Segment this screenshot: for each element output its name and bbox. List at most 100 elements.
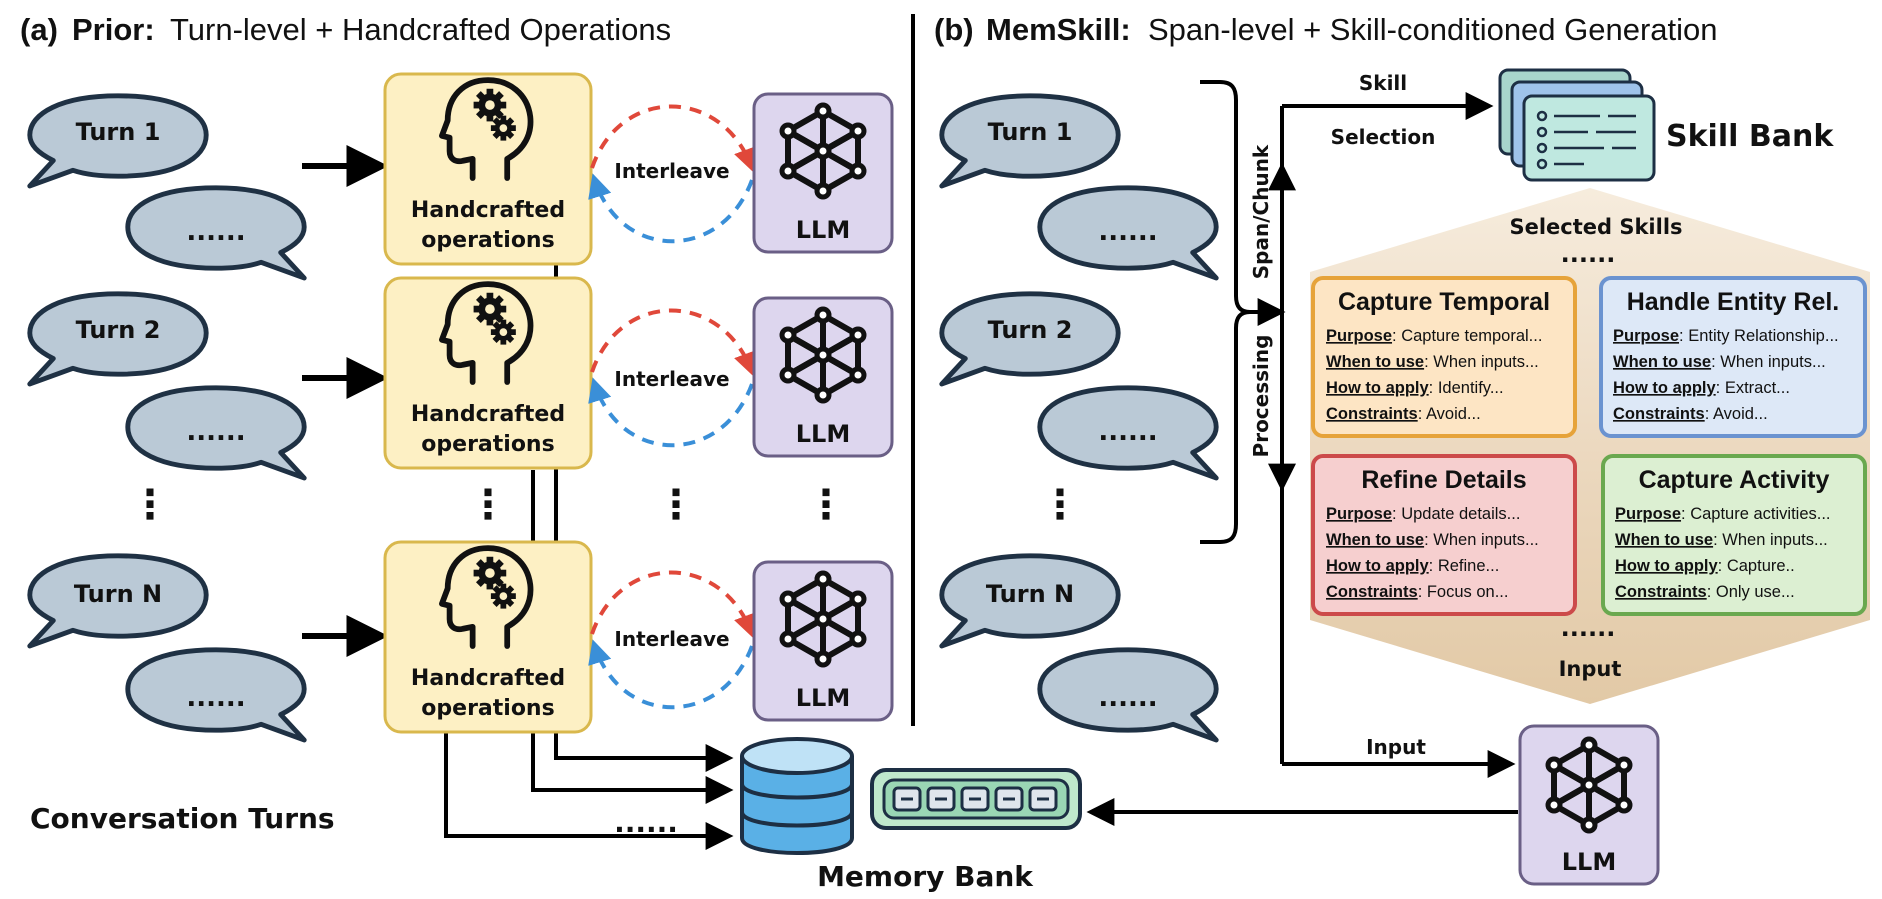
filler-bubble: ...... [1040, 188, 1216, 278]
dots-top: ...... [1561, 240, 1616, 268]
llm-block: LLM [752, 296, 894, 458]
panel-a-name: Prior: [72, 12, 155, 47]
filler-dots: ...... [1098, 683, 1157, 713]
ops-block: Handcrafted operations [383, 72, 593, 266]
ops-label-line1: Handcrafted [411, 666, 565, 691]
interleave-label: Interleave [614, 627, 729, 651]
skill-card-box [1311, 276, 1577, 438]
turn-bubble: Turn 2 [30, 294, 206, 384]
input-arrow-label: Input [1366, 735, 1426, 759]
skill-bank-label: Skill Bank [1666, 119, 1834, 154]
blue-dashed-arrow [588, 377, 754, 448]
vertical-ellipsis: ⋮ [806, 482, 846, 528]
skill-constraints: Constraints: Only use... [1615, 583, 1795, 601]
panel-b-header: (b) MemSkill: Span-level + Skill-conditi… [934, 12, 1718, 47]
selection-word-label: Selection [1331, 125, 1436, 149]
panel-b-label: (b) [934, 12, 974, 47]
card-stack-icon [1498, 68, 1656, 182]
database-icon [740, 737, 854, 855]
interleave-label: Interleave [614, 159, 729, 183]
filler-bubble: ...... [128, 188, 304, 278]
selected-skills-panel: Selected Skills ...... ...... Input Capt… [1310, 188, 1870, 704]
skill-how: How to apply: Extract... [1613, 379, 1790, 397]
interleave-group: Interleave [588, 570, 757, 710]
red-dashed-arrow [590, 104, 757, 173]
llm-label: LLM [796, 216, 850, 244]
turn-bubble: Turn 2 [942, 294, 1118, 384]
red-dashed-arrow [590, 570, 757, 639]
turn-label: Turn 1 [988, 118, 1073, 146]
more-arrows-dots: ...... [614, 806, 678, 839]
skill-purpose: Purpose: Capture activities... [1615, 505, 1831, 523]
llm-label: LLM [796, 420, 850, 448]
ops-label-line2: operations [421, 696, 554, 721]
filler-dots: ...... [186, 217, 245, 247]
llm-label: LLM [1562, 848, 1616, 876]
skill-card-capture-temporal: Capture Temporal Purpose: Capture tempor… [1311, 276, 1577, 438]
turn-bubble: Turn 1 [30, 96, 206, 186]
skill-constraints: Constraints: Focus on... [1326, 583, 1508, 601]
ops-label-line1: Handcrafted [411, 198, 565, 223]
llm-block-b: LLM [1518, 724, 1660, 886]
turn-label: Turn N [74, 580, 162, 608]
skill-purpose: Purpose: Entity Relationship... [1613, 327, 1839, 345]
ops-box [383, 276, 593, 470]
processing-label: Processing [1249, 335, 1273, 458]
skill-when: When to use: When inputs... [1326, 531, 1539, 549]
turn-bubble: Turn N [942, 556, 1118, 646]
skill-title: Capture Temporal [1338, 288, 1550, 316]
skill-constraints: Constraints: Avoid... [1326, 405, 1481, 423]
turn-to-ops-arrows [302, 145, 389, 657]
skill-purpose: Purpose: Capture temporal... [1326, 327, 1542, 345]
dots-bottom: ...... [1561, 614, 1616, 642]
span-chunk-label: Span/Chunk [1249, 144, 1273, 279]
panel-b-name: MemSkill: [986, 12, 1131, 47]
filler-dots: ...... [186, 417, 245, 447]
turn-label: Turn N [986, 580, 1074, 608]
llm-block: LLM [752, 92, 894, 254]
skill-when: When to use: When inputs... [1613, 353, 1826, 371]
ops-label-line1: Handcrafted [411, 402, 565, 427]
filler-bubble: ...... [1040, 650, 1216, 740]
turn-label: Turn 2 [76, 316, 161, 344]
processing-flow [1086, 92, 1518, 826]
filler-bubble: ...... [128, 388, 304, 478]
skill-purpose: Purpose: Update details... [1326, 505, 1520, 523]
skill-how: How to apply: Refine... [1326, 557, 1499, 575]
interleave-group: Interleave [588, 104, 757, 244]
vertical-ellipsis: ⋮ [130, 482, 170, 528]
panel-a-label: (a) [20, 12, 58, 47]
panel-b-turns: Turn 1 ...... Turn 2 ...... ⋮ Turn N ...… [942, 96, 1216, 740]
turn-bubble: Turn 1 [942, 96, 1118, 186]
skill-how: How to apply: Capture.. [1615, 557, 1795, 575]
skill-when: When to use: When inputs... [1326, 353, 1539, 371]
filler-dots: ...... [1098, 217, 1157, 247]
panel-a-header: (a) Prior: Turn-level + Handcrafted Oper… [20, 12, 671, 47]
skill-card-refine-details: Refine Details Purpose: Update details..… [1311, 454, 1577, 616]
arrow-icon [444, 732, 734, 850]
turn-label: Turn 2 [988, 316, 1073, 344]
skill-word-label: Skill [1359, 71, 1407, 95]
ops-block: Handcrafted operations [383, 276, 593, 470]
ops-block: Handcrafted operations [383, 540, 593, 734]
interleave-label: Interleave [614, 367, 729, 391]
ops-box [383, 540, 593, 734]
vertical-ellipsis: ⋮ [656, 482, 696, 528]
filler-bubble: ...... [1040, 388, 1216, 478]
ops-label-line2: operations [421, 228, 554, 253]
skill-bank: Skill Bank [1498, 68, 1834, 182]
skill-title: Capture Activity [1639, 466, 1830, 494]
turn-bubble: Turn N [30, 556, 206, 646]
ops-label-line2: operations [421, 432, 554, 457]
skill-how: How to apply: Identify... [1326, 379, 1504, 397]
memory-bank: Memory Bank [740, 737, 1082, 893]
skill-card-handle-entity: Handle Entity Rel. Purpose: Entity Relat… [1599, 276, 1867, 438]
skill-title: Handle Entity Rel. [1627, 288, 1840, 316]
panel-a-turns: Turn 1 ...... Turn 2 ...... ⋮ Turn N ...… [30, 96, 335, 835]
vertical-ellipsis: ⋮ [468, 482, 508, 528]
skill-title: Refine Details [1361, 466, 1526, 494]
skill-card-capture-activity: Capture Activity Purpose: Capture activi… [1601, 454, 1867, 616]
llm-label: LLM [796, 684, 850, 712]
skill-constraints: Constraints: Avoid... [1613, 405, 1768, 423]
